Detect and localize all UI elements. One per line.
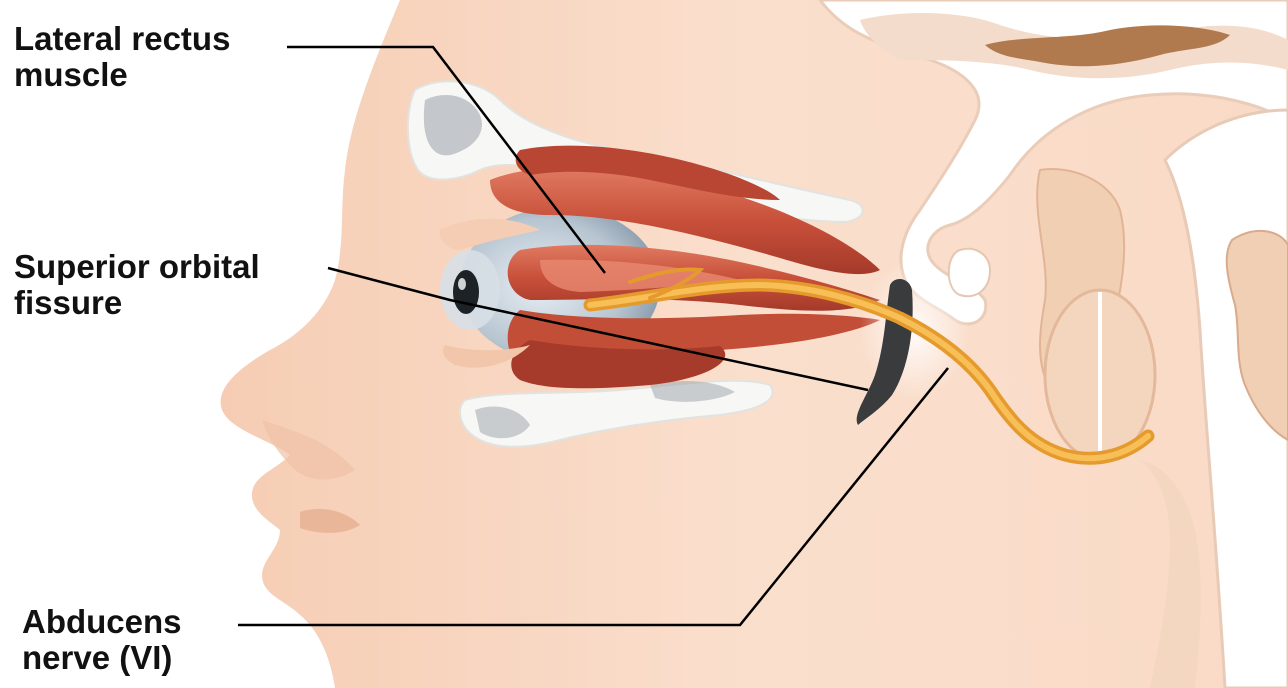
label-abducens-line2: nerve (VI) <box>22 640 182 676</box>
label-lateral-rectus-muscle: Lateral rectus muscle <box>14 21 230 93</box>
label-superior-orbital-line2: fissure <box>14 285 260 321</box>
label-lateral-rectus-line1: Lateral rectus <box>14 21 230 57</box>
label-superior-orbital-fissure: Superior orbital fissure <box>14 249 260 321</box>
label-superior-orbital-line1: Superior orbital <box>14 249 260 285</box>
label-abducens-nerve: Abducens nerve (VI) <box>22 604 182 676</box>
pupil <box>453 270 479 314</box>
label-abducens-line1: Abducens <box>22 604 182 640</box>
label-lateral-rectus-line2: muscle <box>14 57 230 93</box>
